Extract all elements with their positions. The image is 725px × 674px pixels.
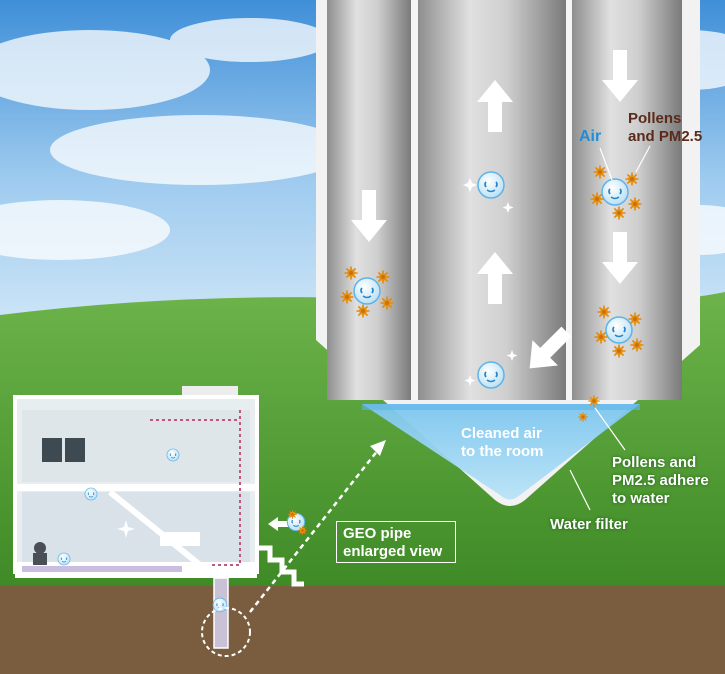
geo-pipe-label: GEO pipe enlarged view bbox=[336, 521, 456, 563]
water-filter bbox=[362, 404, 640, 500]
sparkle-icon bbox=[463, 178, 518, 386]
water-filter-label: Water filter bbox=[550, 516, 628, 533]
air-particle-icon bbox=[353, 277, 381, 305]
air-particle-icon bbox=[601, 178, 629, 206]
pollens-adhere-label: Pollens and PM2.5 adhere to water bbox=[612, 454, 709, 507]
dashed-arrow-icon bbox=[249, 440, 386, 613]
pollens-label: Pollens and PM2.5 bbox=[628, 110, 703, 145]
house-icon bbox=[13, 386, 259, 578]
air-particle-icon bbox=[605, 316, 633, 344]
cleaned-air-label: Cleaned air to the room bbox=[461, 425, 544, 460]
air-particle-icon bbox=[477, 171, 505, 199]
air-particle-icon bbox=[477, 361, 505, 389]
air-label: Air bbox=[579, 128, 602, 145]
